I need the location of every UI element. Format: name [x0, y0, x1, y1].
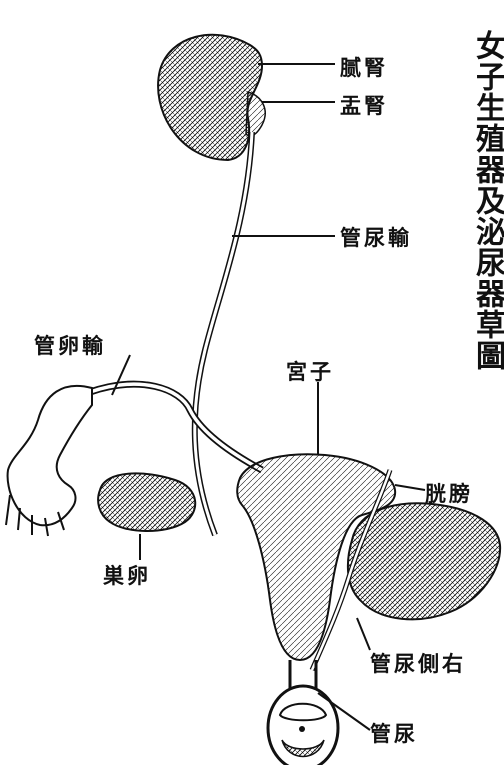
fimbriae-shape	[8, 386, 92, 525]
diagram-title: 女子生殖器及泌尿器草圖	[470, 30, 504, 371]
renal-pelvis-shape	[246, 92, 265, 136]
label-urethra: 管尿	[370, 718, 418, 748]
label-ovary: 巣卵	[103, 560, 151, 590]
label-right-ureter: 管尿側右	[370, 648, 466, 678]
label-kidney: 腻腎	[340, 52, 388, 82]
label-bladder: 胱膀	[425, 478, 473, 508]
label-ureter: 管尿輸	[340, 222, 412, 252]
ovary-shape	[98, 473, 195, 531]
kidney-shape	[158, 35, 262, 160]
label-uterus: 宮子	[286, 356, 334, 386]
label-oviduct: 管卵輸	[34, 330, 106, 360]
oviduct-line	[90, 384, 262, 470]
leader-lines	[112, 64, 425, 730]
label-renal-pelvis: 盂腎	[340, 90, 388, 120]
